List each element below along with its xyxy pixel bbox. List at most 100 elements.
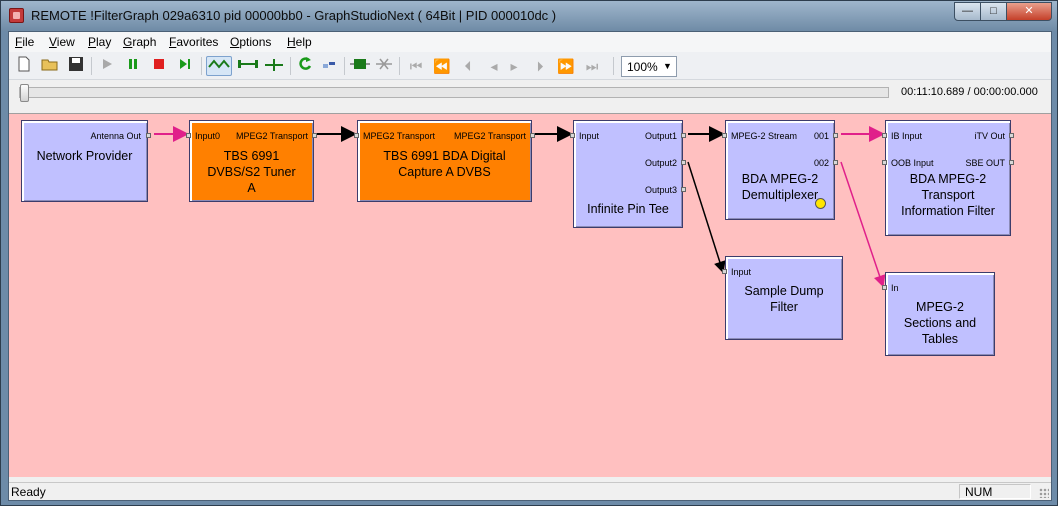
disconnect-icon[interactable] bbox=[373, 56, 395, 76]
title-bar[interactable]: REMOTE !FilterGraph 029a6310 pid 00000bb… bbox=[1, 1, 1057, 31]
pin-connector[interactable] bbox=[1009, 160, 1014, 165]
filter-name: TBS 6991 DVBS/S2 Tuner A bbox=[207, 149, 296, 195]
filter-name: MPEG-2 Sections and Tables bbox=[903, 300, 977, 346]
seek-bar[interactable] bbox=[19, 84, 889, 102]
connect-icon[interactable] bbox=[235, 56, 261, 76]
pin-002: 002 bbox=[813, 158, 829, 168]
pin-connector[interactable] bbox=[882, 160, 887, 165]
decimal-icon[interactable] bbox=[318, 56, 340, 76]
pause-icon[interactable] bbox=[122, 56, 144, 76]
seek-row: 00:11:10.689 / 00:00:00.000 bbox=[9, 81, 1051, 105]
pin-connector[interactable] bbox=[882, 285, 887, 290]
pin-connector[interactable] bbox=[681, 160, 686, 165]
graph-canvas[interactable]: Antenna Out Network Provider Input0 MPEG… bbox=[9, 113, 1051, 477]
pin-connector[interactable] bbox=[570, 133, 575, 138]
filter-infinite-pin-tee[interactable]: Input Output1 Output2 Output3 Infinite P… bbox=[570, 120, 686, 228]
frame-next-icon[interactable]: ▸ bbox=[510, 58, 518, 74]
pin-connector[interactable] bbox=[186, 133, 191, 138]
filter-mpeg2-demultiplexer[interactable]: MPEG-2 Stream 001 002 BDA MPEG-2 Demulti… bbox=[722, 120, 838, 220]
pin-input: Input bbox=[731, 267, 752, 277]
save-icon[interactable] bbox=[65, 56, 87, 76]
filter-mpeg2-sections-tables[interactable]: In MPEG-2 Sections and Tables bbox=[882, 272, 995, 356]
pin-icon[interactable] bbox=[261, 56, 287, 76]
seek-thumb[interactable] bbox=[20, 84, 29, 102]
filter-tbs-tuner[interactable]: Input0 MPEG2 Transport TBS 6991 DVBS/S2 … bbox=[186, 120, 317, 202]
frame-prev-icon[interactable]: ◂ bbox=[490, 58, 498, 74]
window-title: REMOTE !FilterGraph 029a6310 pid 00000bb… bbox=[31, 8, 557, 23]
menu-file[interactable]: File bbox=[15, 35, 35, 49]
menu-view[interactable]: View bbox=[49, 35, 75, 49]
filter-icon[interactable] bbox=[349, 56, 371, 76]
pin-itv-out: iTV Out bbox=[974, 131, 1005, 141]
pin-oob-input: OOB Input bbox=[891, 158, 934, 168]
graph-view-icon[interactable] bbox=[206, 56, 232, 76]
pin-mpeg2-transport-out: MPEG2 Transport bbox=[453, 131, 526, 141]
new-icon[interactable] bbox=[13, 56, 35, 76]
pin-in: In bbox=[891, 283, 899, 293]
menu-options[interactable]: Options bbox=[230, 35, 272, 49]
seek-end-icon[interactable]: ⏭ bbox=[585, 58, 599, 74]
filter-name: BDA MPEG-2 Transport Information Filter bbox=[901, 172, 995, 218]
menu-graph[interactable]: Graph bbox=[123, 35, 157, 49]
wire-tee-to-dump bbox=[687, 161, 726, 274]
zoom-select[interactable]: 100% ▼ bbox=[621, 56, 677, 77]
pin-output2: Output2 bbox=[644, 158, 677, 168]
play-icon[interactable] bbox=[96, 56, 118, 76]
pin-connector[interactable] bbox=[1009, 133, 1014, 138]
pin-input: Input bbox=[579, 131, 600, 141]
pin-mpeg2-transport-out: MPEG2 Transport bbox=[235, 131, 308, 141]
pin-connector[interactable] bbox=[681, 133, 686, 138]
pin-connector[interactable] bbox=[312, 133, 317, 138]
frame-back-icon[interactable]: ⏴ bbox=[464, 58, 472, 74]
filter-transport-information-filter[interactable]: IB Input OOB Input iTV Out SBE OUT BDA M… bbox=[882, 120, 1014, 236]
step-icon[interactable] bbox=[174, 56, 196, 76]
stop-icon[interactable] bbox=[148, 56, 170, 76]
seek-start-icon[interactable]: ⏮ bbox=[409, 58, 423, 74]
connection-wires bbox=[154, 126, 886, 288]
refresh-icon[interactable] bbox=[294, 56, 316, 76]
pin-sbe-out: SBE OUT bbox=[965, 158, 1005, 168]
resize-grip-icon[interactable] bbox=[1039, 488, 1049, 498]
pin-mpeg2-stream: MPEG-2 Stream bbox=[731, 131, 798, 141]
close-button[interactable]: ✕ bbox=[1006, 2, 1052, 21]
minimize-button[interactable]: — bbox=[954, 2, 981, 21]
menu-favorites[interactable]: Favorites bbox=[169, 35, 219, 49]
pin-connector[interactable] bbox=[833, 133, 838, 138]
pin-input0: Input0 bbox=[195, 131, 221, 141]
status-bar: Ready NUM bbox=[9, 482, 1051, 500]
menu-play[interactable]: Play bbox=[88, 35, 112, 49]
pin-connector[interactable] bbox=[833, 160, 838, 165]
status-text: Ready bbox=[11, 485, 46, 499]
seek-prev-icon[interactable]: ⏪ bbox=[433, 58, 451, 74]
pin-connector[interactable] bbox=[882, 133, 887, 138]
pin-connector[interactable] bbox=[722, 269, 727, 274]
pin-mpeg2-transport-in: MPEG2 Transport bbox=[363, 131, 436, 141]
frame-fwd-icon[interactable]: ⏵ bbox=[536, 58, 544, 74]
menu-bar: File View Play Graph Favorites Options H… bbox=[9, 32, 1051, 52]
pin-output1: Output1 bbox=[644, 131, 677, 141]
wire-demux-to-sections bbox=[840, 161, 886, 288]
toolbar-separator bbox=[613, 57, 614, 75]
pin-connector[interactable] bbox=[530, 133, 535, 138]
filter-network-provider[interactable]: Antenna Out Network Provider bbox=[21, 120, 151, 202]
maximize-button[interactable]: □ bbox=[980, 2, 1007, 21]
filter-name: Infinite Pin Tee bbox=[587, 202, 669, 216]
time-display: 00:11:10.689 / 00:00:00.000 bbox=[901, 86, 1038, 98]
pin-connector[interactable] bbox=[722, 133, 727, 138]
menu-help[interactable]: Help bbox=[287, 35, 312, 49]
pin-connector[interactable] bbox=[354, 133, 359, 138]
filter-name: Sample Dump Filter bbox=[744, 284, 824, 314]
filter-name: BDA MPEG-2 Demultiplexer bbox=[741, 172, 819, 202]
seek-next-icon[interactable]: ⏩ bbox=[557, 58, 575, 74]
open-icon[interactable] bbox=[39, 56, 61, 76]
pin-output3: Output3 bbox=[644, 185, 677, 195]
toolbar-separator bbox=[91, 57, 92, 75]
pin-connector[interactable] bbox=[681, 187, 686, 192]
pin-connector[interactable] bbox=[146, 133, 151, 138]
toolbar: ⏮ ⏪ ⏴ ◂ ▸ ⏵ ⏩ ⏭ 100% ▼ bbox=[9, 52, 1051, 80]
filter-tbs-capture[interactable]: MPEG2 Transport MPEG2 Transport TBS 6991… bbox=[354, 120, 535, 202]
pin-ib-input: IB Input bbox=[891, 131, 923, 141]
filter-sample-dump[interactable]: Input Sample Dump Filter bbox=[722, 256, 843, 340]
app-icon[interactable] bbox=[9, 8, 24, 23]
